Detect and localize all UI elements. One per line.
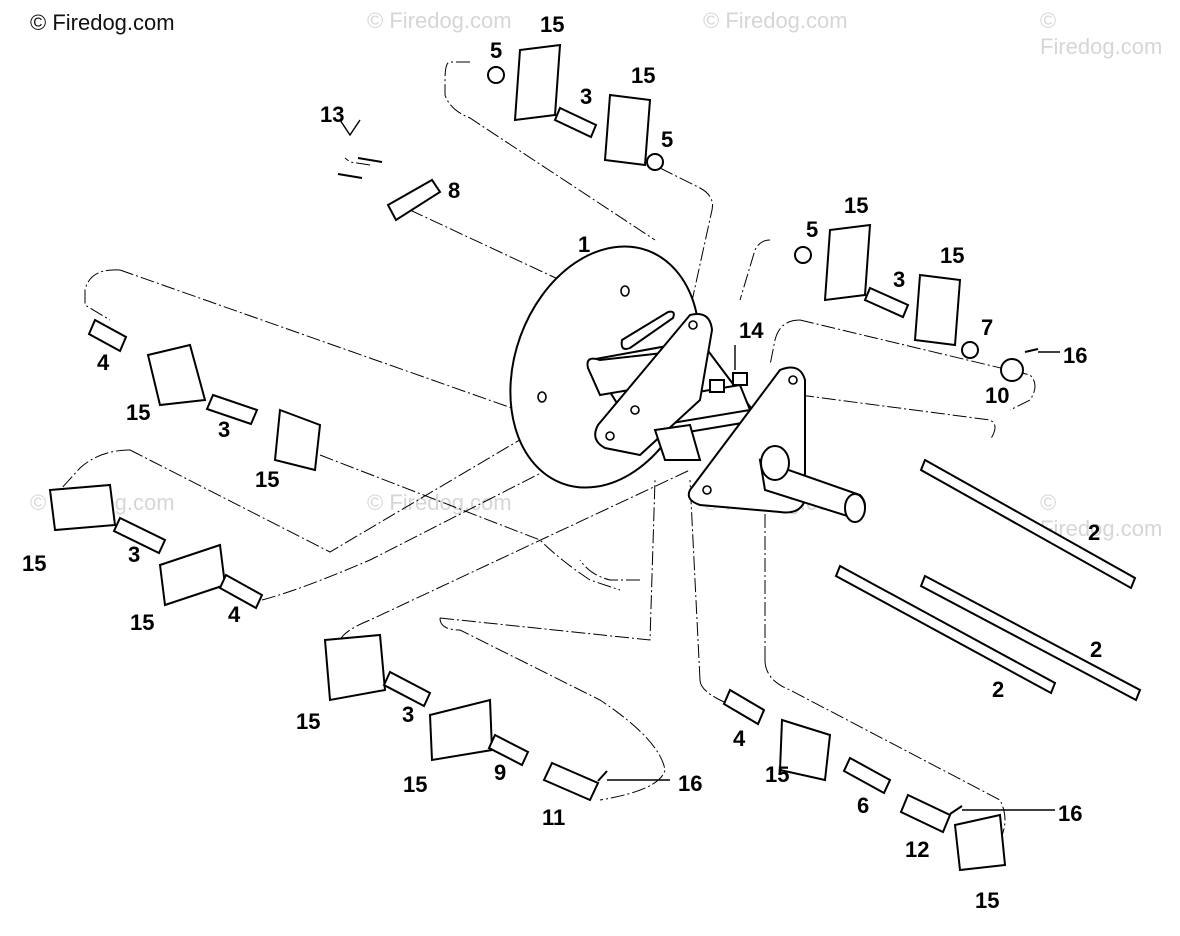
- callout-15: 15: [296, 709, 320, 734]
- watermark-top-center: © Firedog.com: [367, 8, 512, 33]
- watermark-main: © Firedog.com: [30, 10, 175, 35]
- callout-15: 15: [844, 193, 868, 218]
- callout-15: 15: [255, 467, 279, 492]
- callout-15: 15: [403, 772, 427, 797]
- callout-4: 4: [228, 602, 241, 627]
- callout-15: 15: [130, 610, 154, 635]
- watermark-top-right: © Firedog.com: [703, 8, 848, 33]
- callout-15: 15: [22, 551, 46, 576]
- callout-16: 16: [1063, 343, 1087, 368]
- left-bracket-plate: [594, 313, 714, 457]
- callout-5: 5: [806, 217, 818, 242]
- callout-1: 1: [578, 232, 590, 257]
- callout-15: 15: [631, 63, 655, 88]
- callout-7: 7: [981, 315, 993, 340]
- callout-3: 3: [893, 267, 905, 292]
- callout-5: 5: [661, 127, 673, 152]
- callout-12: 12: [905, 837, 929, 862]
- callout-2: 2: [1090, 637, 1102, 662]
- leader-lines: [339, 119, 1060, 811]
- callout-4: 4: [733, 726, 746, 751]
- watermark-mid-center: © Firedog.com: [367, 490, 512, 515]
- callout-4: 4: [97, 350, 110, 375]
- callout-10: 10: [985, 383, 1009, 408]
- callout-13: 13: [320, 102, 344, 127]
- callout-15: 15: [540, 12, 564, 37]
- callout-16: 16: [1058, 801, 1082, 826]
- callout-6: 6: [857, 793, 869, 818]
- callout-2: 2: [992, 677, 1004, 702]
- callout-15: 15: [126, 400, 150, 425]
- callout-8: 8: [448, 178, 460, 203]
- spacers-and-bushings: [87, 66, 1024, 834]
- bracket-8: [386, 178, 442, 222]
- callout-14: 14: [739, 318, 764, 343]
- callout-15: 15: [975, 888, 999, 913]
- nuts-14: [709, 372, 748, 393]
- callout-3: 3: [218, 417, 230, 442]
- callout-16: 16: [678, 771, 702, 796]
- callout-3: 3: [128, 542, 140, 567]
- callout-2: 2: [1088, 520, 1100, 545]
- callout-15: 15: [940, 243, 964, 268]
- watermark-top-far-right: © Firedog.com: [1040, 8, 1163, 59]
- output-shaft: [758, 445, 866, 523]
- plates-15: [48, 43, 1007, 872]
- rods-2: [834, 458, 1142, 702]
- callout-11: 11: [542, 805, 565, 830]
- dash-guide-lines: [59, 61, 1036, 841]
- callout-3: 3: [402, 702, 414, 727]
- callout-15: 15: [765, 762, 789, 787]
- callout-5: 5: [490, 38, 502, 63]
- bolts-13: [337, 157, 383, 179]
- roll-pins-16: [597, 348, 1039, 815]
- callout-9: 9: [494, 760, 506, 785]
- callout-3: 3: [580, 84, 592, 109]
